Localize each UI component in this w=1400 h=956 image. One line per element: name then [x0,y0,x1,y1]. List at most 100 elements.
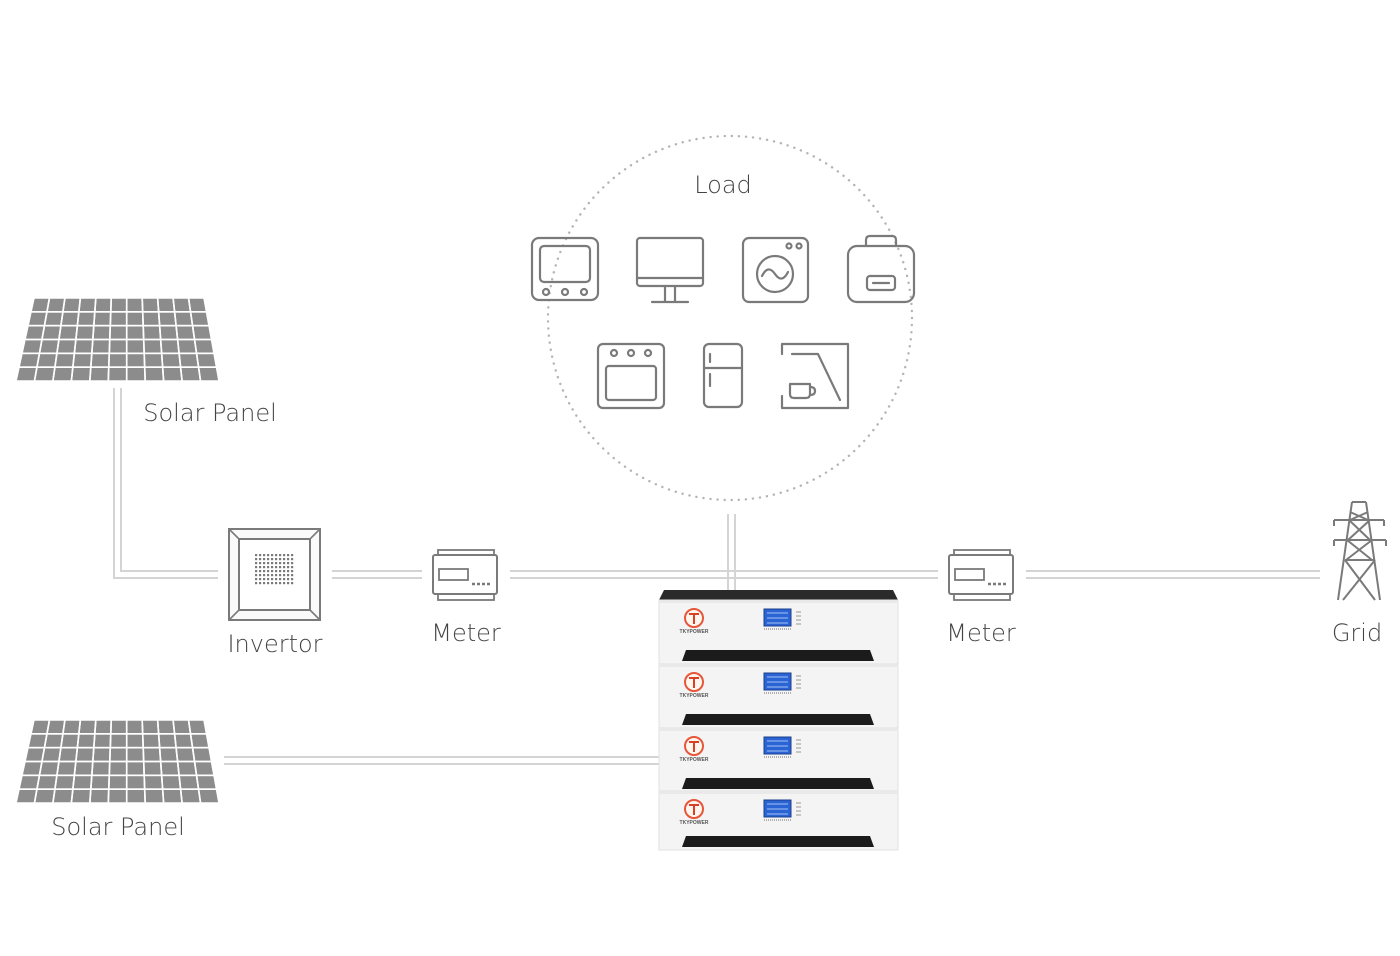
invertor-vent-dot [291,574,294,577]
battery-display [763,608,792,627]
invertor-vent-dot [259,554,262,557]
meter-left-label: Meter [431,619,501,647]
invertor-vent-dot [267,566,270,569]
invertor-vent-dot [255,570,258,573]
battery-brand-text: TKYPOWER [680,757,709,763]
tv-icon [530,236,600,302]
invertor-vent-dot [259,578,262,581]
invertor-vent-dot [271,566,274,569]
solar-cell [197,788,220,804]
invertor-vent-dot [291,578,294,581]
invertor-vent-dot [263,558,266,561]
meter-right-icon [948,549,1014,601]
solar-cell [197,366,220,382]
battery-brand-text: TKYPOWER [680,820,709,826]
battery-handle [682,836,874,847]
invertor-vent-dot [275,582,278,585]
meter-right-label: Meter [946,619,1016,647]
invertor-vent-dot [263,574,266,577]
invertor-vent-dot [283,566,286,569]
invertor-vent-dot [259,582,262,585]
invertor-vent-dot [279,562,282,565]
solar-panel-top-icon [15,297,220,382]
battery-handle [682,714,874,725]
invertor-vent-dot [287,578,290,581]
battery-logo-mark [689,804,699,815]
invertor-vent-dot [287,574,290,577]
invertor-vent-dot [283,570,286,573]
invertor-vent-dot [279,578,282,581]
invertor-vent-dot [267,570,270,573]
invertor-vent-dot [291,566,294,569]
invertor-vent-dot [287,558,290,561]
battery-display [763,736,792,755]
invertor-vent-dot [283,558,286,561]
invertor-vent-dot [259,570,262,573]
invertor-vent-dot [279,566,282,569]
battery-module-edge [659,728,898,731]
invertor-vent-dot [283,554,286,557]
invertor-vent-dot [275,562,278,565]
invertor-vent-dot [255,582,258,585]
battery-logo-mark [689,613,699,624]
invertor-vent-dot [267,554,270,557]
invertor-vent-dot [255,554,258,557]
grid-label: Grid [1331,619,1383,647]
invertor-vent-dot [275,566,278,569]
invertor-vent-dot [287,554,290,557]
oven-icon [596,342,666,410]
invertor-label: Invertor [227,630,323,658]
invertor-vent-dot [271,582,274,585]
invertor-vent-dot [283,574,286,577]
invertor-vent-dot [279,574,282,577]
coffee-machine-icon [780,342,850,410]
invertor-vent-dot [271,574,274,577]
invertor-vent-dot [279,558,282,561]
invertor-vent-dot [255,566,258,569]
washing-machine-icon [741,236,810,304]
invertor-vent-dot [291,582,294,585]
invertor-icon [228,528,321,621]
invertor-vent-dot [279,570,282,573]
battery-logo-mark [689,677,699,688]
invertor-vent-dot [287,570,290,573]
invertor-vent-dot [275,578,278,581]
invertor-vent-dot [283,582,286,585]
battery-top-cap [659,590,898,600]
battery-module: TKYPOWER [658,599,899,665]
invertor-vent-dot [255,574,258,577]
rice-cooker-icon [846,234,916,304]
invertor-vent-dot [283,578,286,581]
invertor-vent-dot [287,562,290,565]
battery-handle [682,650,874,661]
invertor-vent-dot [255,558,258,561]
invertor-vent-dot [287,582,290,585]
battery-display [763,799,792,818]
invertor-vent-dot [255,578,258,581]
battery-display [763,672,792,691]
invertor-vent-dot [263,566,266,569]
invertor-vent-dot [275,570,278,573]
invertor-vent-dot [275,554,278,557]
invertor-vent-dot [275,558,278,561]
invertor-vent-dot [259,566,262,569]
invertor-vent-dot [263,570,266,573]
invertor-vent-dot [291,558,294,561]
battery-module-edge [659,791,898,794]
battery-module: TKYPOWER [658,790,899,851]
invertor-vent-dot [271,562,274,565]
battery-module: TKYPOWER [658,663,899,729]
invertor-vent-dot [267,582,270,585]
invertor-vent-dot [275,574,278,577]
monitor-icon [635,236,705,304]
meter-left-icon [432,549,498,601]
invertor-vent-dot [271,558,274,561]
invertor-vent-dot [271,570,274,573]
connection-lines [113,388,1320,765]
battery-module-edge [659,600,898,603]
invertor-vent-dot [263,578,266,581]
invertor-vent-dot [291,554,294,557]
